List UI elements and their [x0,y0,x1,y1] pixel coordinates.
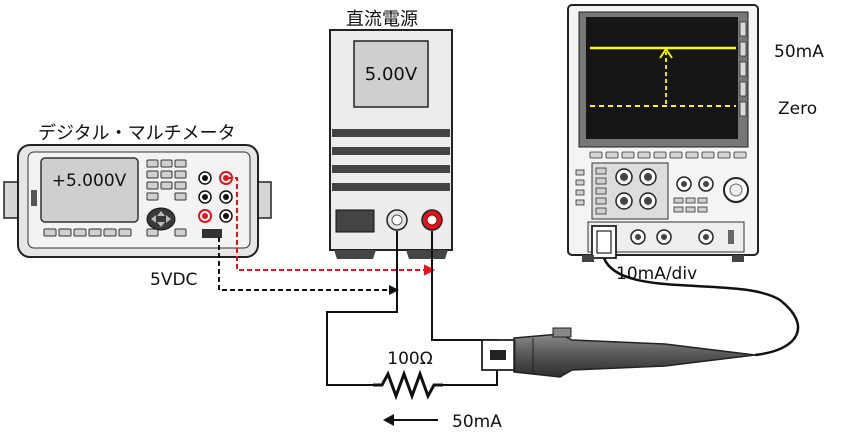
current-label: 50mA [452,412,502,432]
multimeter-soft-buttons[interactable] [43,228,132,237]
multimeter-display [40,157,139,223]
probe-ridges [514,338,534,374]
power-supply-positive-terminal[interactable] [421,209,443,231]
oscilloscope-foot-left [582,255,594,262]
wire-black-sense [218,237,397,291]
oscilloscope-screen [586,17,738,139]
current-probe [481,327,756,378]
power-supply-display [353,40,429,108]
wire-red-sense [227,177,432,271]
power-supply-display-value: 5.00V [365,64,418,85]
arrow-black-sense [389,285,399,295]
power-supply-title: 直流電源 [346,9,418,30]
wire-psu-negative [326,231,398,386]
probe-jaw-opening [490,350,506,360]
power-supply-switch[interactable] [335,209,375,233]
multimeter-output-label: 5VDC [150,270,197,290]
multimeter-power-slot [31,190,37,206]
oscilloscope-small-buttons[interactable] [575,169,708,213]
oscilloscope-soft-keys[interactable] [589,151,747,159]
arrow-red-sense [423,264,436,276]
multimeter-keypad[interactable] [146,159,187,237]
trace-arrow-head [659,47,673,59]
digital-multimeter: デジタル・マルチメータ +5.000V [3,123,272,258]
oscilloscope-input-connectors[interactable] [630,229,734,245]
probe-scale-label: 10mA/div [616,264,697,284]
power-supply-feet [334,250,448,259]
oscilloscope-side-buttons[interactable] [739,21,747,117]
multimeter-nav-pad[interactable] [146,207,176,231]
probe-body [513,333,756,378]
resistor-label: 100Ω [387,349,432,369]
current-arrow-head [383,414,394,426]
dc-power-supply: 直流電源 5.00V [329,9,453,259]
resistor-100ohm [373,369,443,401]
oscilloscope-foot-right [732,255,744,262]
probe-slider[interactable] [552,327,572,338]
power-supply-negative-terminal[interactable] [386,209,408,231]
multimeter-terminals[interactable] [198,171,233,238]
oscilloscope-panel-buttons[interactable] [595,167,607,215]
multimeter-title: デジタル・マルチメータ [38,123,236,144]
oscilloscope-knobs[interactable] [615,168,749,210]
trace-high-label: 50mA [774,42,824,62]
probe-cable [602,257,800,357]
power-supply-vents [332,129,450,191]
multimeter-display-value: +5.000V [52,171,127,191]
oscilloscope [567,4,759,262]
trace-zero-label: Zero [778,99,817,119]
